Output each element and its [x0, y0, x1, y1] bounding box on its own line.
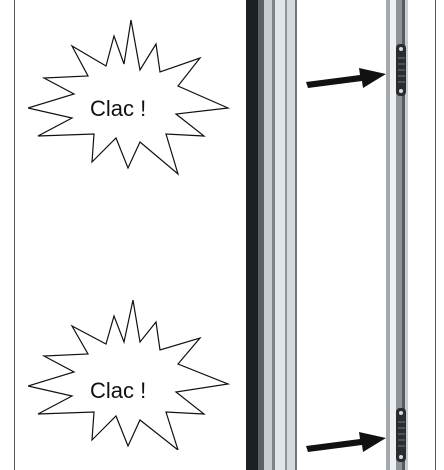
- sound-label-top: Clac !: [90, 96, 146, 121]
- arrow-right-icon: [306, 432, 386, 452]
- starburst-top-icon: Clac !: [28, 19, 231, 176]
- frame-border: [14, 0, 436, 470]
- arrow-right-icon: [306, 68, 386, 88]
- sound-label-bottom: Clac !: [90, 378, 146, 403]
- starburst-bottom-icon: Clac !: [28, 300, 231, 450]
